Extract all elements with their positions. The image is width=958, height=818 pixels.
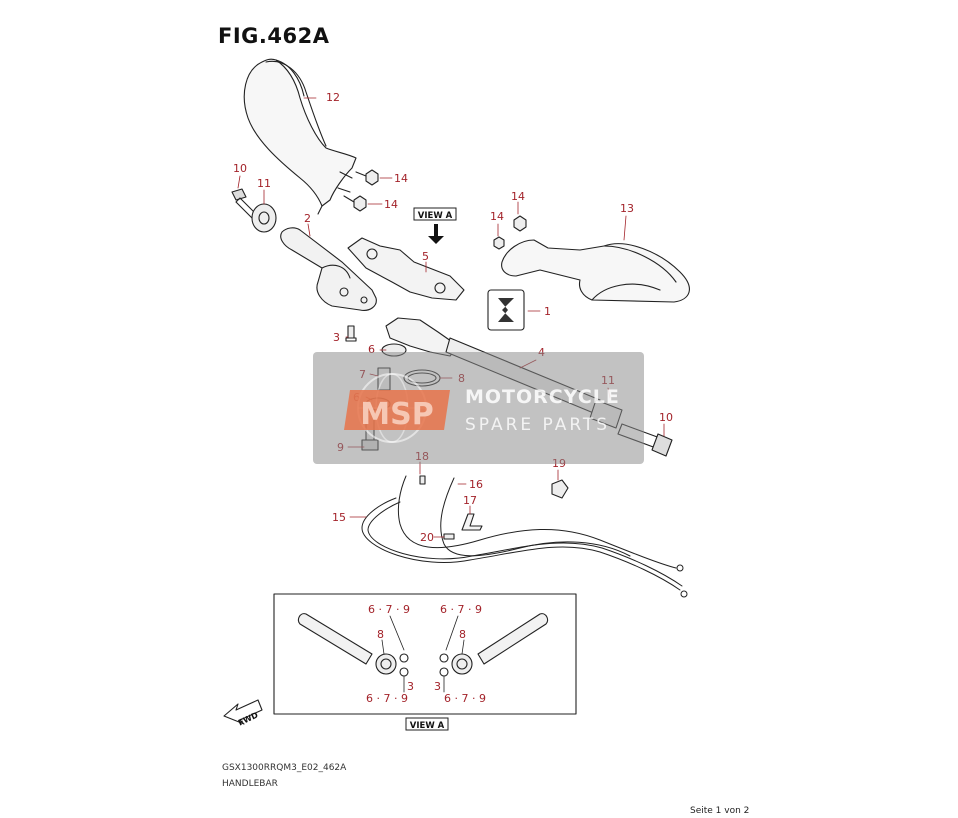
- watermark-line2: SPARE PARTS: [465, 415, 610, 435]
- watermark: MSP MOTORCYCLE SPARE PARTS: [313, 352, 644, 464]
- callout-14: 14: [490, 210, 504, 223]
- figure-title: FIG.462A: [218, 24, 330, 48]
- part-14-bolt[interactable]: [355, 169, 379, 186]
- callout-20: 20: [420, 531, 434, 544]
- view-a-label-top: VIEW A: [413, 207, 457, 221]
- part-1-emblem[interactable]: [487, 289, 525, 331]
- view-a-left-handlebar[interactable]: [297, 613, 409, 677]
- part-19-cable-clamp[interactable]: [551, 479, 569, 499]
- part-15-throttle-cable[interactable]: [361, 497, 688, 598]
- svg-text:VIEW A: VIEW A: [418, 211, 453, 221]
- callout-14: 14: [394, 172, 408, 185]
- watermark-logo: MSP: [360, 397, 433, 432]
- part-12-left-mirror[interactable]: [243, 58, 357, 215]
- part-17-cable-guide[interactable]: [461, 513, 483, 531]
- view-a-inset-frame: [273, 593, 577, 715]
- callout-15: 15: [332, 511, 346, 524]
- view-a-arrow-icon: [428, 224, 444, 244]
- part-11-bar-end-weight[interactable]: [251, 203, 277, 233]
- callout-13: 13: [620, 202, 634, 215]
- callout-10: 10: [659, 411, 673, 424]
- part-14-bolt[interactable]: [343, 195, 367, 212]
- callout-12: 12: [326, 91, 340, 104]
- callout-5: 5: [422, 250, 429, 263]
- part-2-left-handlebar[interactable]: [280, 227, 377, 311]
- callout-16: 16: [469, 478, 483, 491]
- callout-6: 6: [368, 343, 375, 356]
- view-a-label-bottom: VIEW A: [405, 717, 449, 731]
- callout-14: 14: [384, 198, 398, 211]
- view-a-callout: 3: [407, 680, 414, 693]
- view-a-callout: 6 · 7 · 9: [444, 692, 486, 705]
- model-code: GSX1300RRQM3_E02_462A: [222, 763, 347, 773]
- fwd-arrow-icon: [223, 699, 263, 725]
- callout-11: 11: [257, 177, 271, 190]
- view-a-callout: 8: [459, 628, 466, 641]
- part-group-name: HANDLEBAR: [222, 779, 278, 789]
- callout-14: 14: [511, 190, 525, 203]
- callout-1: 1: [544, 305, 551, 318]
- svg-text:VIEW A: VIEW A: [410, 721, 445, 731]
- watermark-line1: MOTORCYCLE: [465, 386, 620, 408]
- callout-17: 17: [463, 494, 477, 507]
- part-18-screw[interactable]: [419, 475, 426, 485]
- part-3-screw[interactable]: [345, 325, 357, 342]
- part-14-nut[interactable]: [513, 215, 527, 232]
- part-20-screw[interactable]: [443, 533, 455, 540]
- view-a-callout: 3: [434, 680, 441, 693]
- part-16-cable[interactable]: [397, 475, 684, 572]
- view-a-callout: 6 · 7 · 9: [440, 603, 482, 616]
- part-13-right-mirror[interactable]: [501, 239, 690, 303]
- view-a-callout: 6 · 7 · 9: [366, 692, 408, 705]
- view-a-callout: 8: [377, 628, 384, 641]
- page-indicator: Seite 1 von 2: [690, 806, 750, 816]
- part-5-handlebar-clamp[interactable]: [347, 237, 465, 301]
- view-a-callout: 6 · 7 · 9: [368, 603, 410, 616]
- callout-3: 3: [333, 331, 340, 344]
- callout-2: 2: [304, 212, 311, 225]
- callout-10: 10: [233, 162, 247, 175]
- part-14-nut[interactable]: [493, 236, 505, 250]
